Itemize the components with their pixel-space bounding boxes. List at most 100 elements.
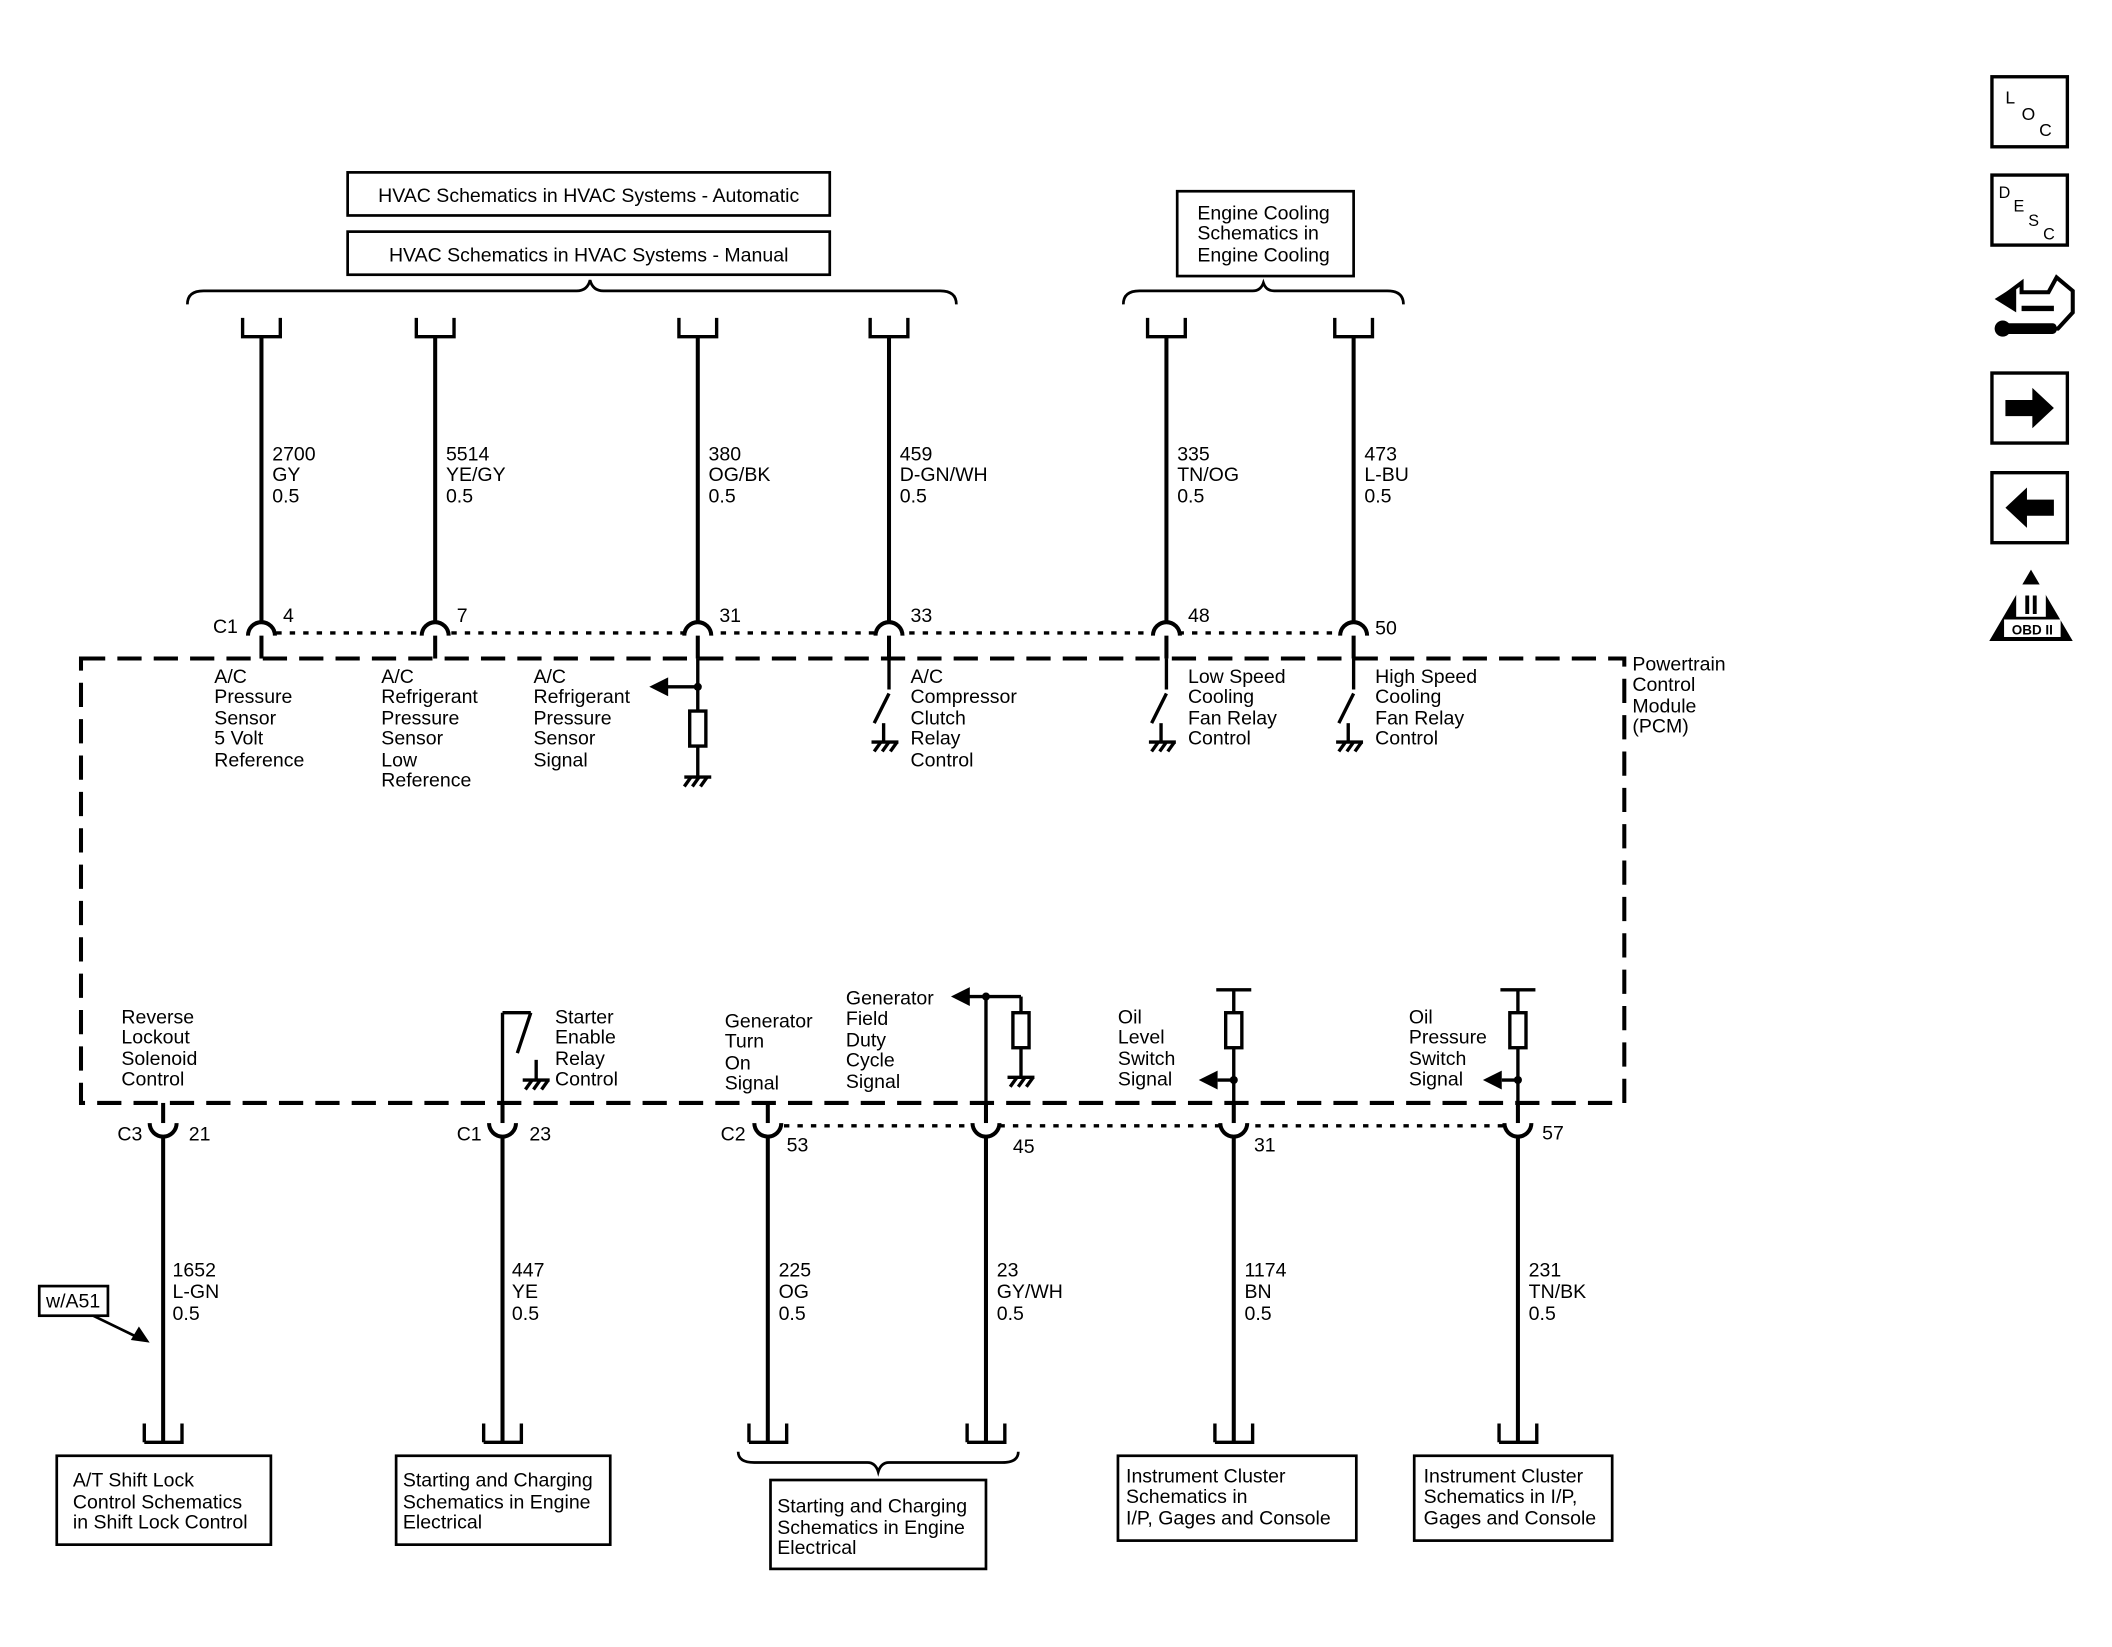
pin-number: 45 (1013, 1136, 1035, 1158)
svg-text:Schematics in I/P,: Schematics in I/P, (1424, 1486, 1578, 1508)
pin-number: 50 (1375, 617, 1397, 639)
svg-text:Instrument Cluster: Instrument Cluster (1424, 1466, 1584, 1488)
pin-cup (1338, 620, 1370, 636)
svg-text:Powertrain: Powertrain (1632, 654, 1725, 676)
svg-text:0.5: 0.5 (900, 485, 927, 507)
svg-text:Oil: Oil (1409, 1006, 1433, 1028)
high-speed-fan-switch (1336, 658, 1364, 753)
instrument-cluster-box-2[interactable]: Instrument Cluster Schematics in I/P, Ga… (1412, 1454, 1614, 1542)
svg-text:0.5: 0.5 (446, 485, 473, 507)
top-connector-bracket (677, 317, 719, 339)
pin-cup (1150, 620, 1182, 636)
svg-text:Control: Control (911, 749, 974, 771)
wire-label-459: 459 D-GN/WH 0.5 (900, 444, 988, 508)
svg-text:YE: YE (512, 1281, 538, 1303)
svg-text:TN/OG: TN/OG (1177, 464, 1239, 486)
svg-text:Duty: Duty (846, 1029, 886, 1051)
pin-cup (419, 620, 451, 636)
previous-arrow-icon[interactable] (1990, 471, 2070, 545)
svg-text:A/C: A/C (533, 666, 566, 688)
desc-generator-field: Generator Field Duty Cycle Signal (846, 988, 934, 1093)
bottom-connector-bracket (747, 1423, 789, 1444)
svg-text:Control: Control (1188, 728, 1251, 750)
pin-cup (147, 1122, 179, 1139)
svg-text:0.5: 0.5 (512, 1303, 539, 1325)
pcm-module-label: Powertrain Control Module (PCM) (1632, 654, 1725, 738)
engine-cooling-label-2: Schematics in (1197, 223, 1318, 245)
starting-charging-box-2[interactable]: Starting and Charging Schematics in Engi… (769, 1478, 988, 1571)
starting-charging-box-1[interactable]: Starting and Charging Schematics in Engi… (394, 1454, 612, 1546)
obd-ii-icon[interactable]: II OBD II (1989, 569, 2073, 642)
svg-text:Pressure: Pressure (381, 708, 459, 730)
desc-oil-pressure: Oil Pressure Switch Signal (1409, 1006, 1487, 1090)
connector-wrench-icon[interactable] (1994, 274, 2075, 337)
wire-label-2700: 2700 GY 0.5 (272, 444, 316, 508)
svg-text:Electrical: Electrical (777, 1537, 856, 1559)
wire-label-23: 23 GY/WH 0.5 (997, 1260, 1063, 1325)
location-icon[interactable]: L O C (1990, 75, 2070, 149)
svg-text:Relay: Relay (555, 1048, 605, 1070)
wire-label-380: 380 OG/BK 0.5 (709, 444, 771, 508)
svg-text:in Shift Lock Control: in Shift Lock Control (73, 1511, 248, 1533)
svg-text:Switch: Switch (1118, 1048, 1175, 1070)
bottom-connector-bracket (481, 1423, 524, 1444)
svg-text:A/C: A/C (214, 666, 247, 688)
svg-text:Gages and Console: Gages and Console (1424, 1507, 1597, 1529)
shift-lock-box[interactable]: A/T Shift Lock Control Schematics in Shi… (55, 1454, 273, 1546)
svg-text:L-GN: L-GN (173, 1281, 220, 1303)
svg-text:OG/BK: OG/BK (709, 464, 771, 486)
svg-text:Solenoid: Solenoid (121, 1048, 197, 1070)
svg-text:Schematics in Engine: Schematics in Engine (403, 1491, 591, 1513)
pin-cup (487, 1122, 518, 1139)
description-icon[interactable]: D E S C (1990, 173, 2070, 247)
wire-label-231: 231 TN/BK 0.5 (1529, 1260, 1586, 1325)
svg-text:Control: Control (1632, 674, 1695, 696)
hvac-manual-box[interactable]: HVAC Schematics in HVAC Systems - Manual (346, 230, 832, 277)
pin-cup (752, 1122, 784, 1139)
pin-number: 53 (787, 1134, 809, 1156)
svg-text:L: L (2005, 88, 2015, 108)
bottom-connector-bracket (1497, 1423, 1539, 1444)
connector-name-c3: C3 (117, 1124, 142, 1146)
engine-cooling-box[interactable]: Engine Cooling Schematics in Engine Cool… (1175, 189, 1355, 278)
svg-text:1174: 1174 (1245, 1260, 1287, 1282)
svg-text:Control: Control (121, 1068, 184, 1090)
signal-pullup-resistor (665, 658, 712, 788)
hvac-automatic-label: HVAC Schematics in HVAC Systems - Automa… (378, 185, 799, 207)
svg-text:Signal: Signal (1118, 1068, 1172, 1090)
compressor-relay-switch (871, 658, 899, 753)
pin-number: 31 (1254, 1134, 1276, 1156)
svg-text:Sensor: Sensor (381, 728, 443, 750)
svg-text:Signal: Signal (1409, 1068, 1463, 1090)
top-connector-bracket (1333, 317, 1375, 339)
desc-generator-turn-on: Generator Turn On Signal (725, 1011, 813, 1095)
svg-text:II: II (2024, 590, 2039, 620)
top-connector-bracket (1145, 317, 1187, 339)
svg-text:Cycle: Cycle (846, 1050, 895, 1072)
svg-text:Refrigerant: Refrigerant (533, 686, 630, 708)
bottom-connector-bracket (1213, 1423, 1255, 1444)
svg-text:0.5: 0.5 (272, 485, 299, 507)
svg-text:459: 459 (900, 444, 933, 466)
svg-text:Compressor: Compressor (911, 686, 1018, 708)
pin-cup (970, 1122, 1002, 1139)
next-arrow-icon[interactable] (1990, 371, 2070, 445)
instrument-cluster-box-1[interactable]: Instrument Cluster Schematics in I/P, Ga… (1116, 1454, 1358, 1542)
svg-text:D: D (1999, 184, 2011, 202)
top-connector-bracket (240, 317, 282, 339)
svg-text:Generator: Generator (725, 1011, 813, 1033)
svg-text:Fan Relay: Fan Relay (1375, 708, 1464, 730)
svg-text:D-GN/WH: D-GN/WH (900, 464, 988, 486)
connector-name-c2: C2 (721, 1124, 746, 1146)
svg-text:335: 335 (1177, 444, 1210, 466)
pin-number: 4 (283, 605, 294, 627)
svg-text:Starting and Charging: Starting and Charging (777, 1495, 967, 1517)
svg-text:Pressure: Pressure (533, 708, 611, 730)
svg-text:S: S (2028, 212, 2039, 230)
svg-text:231: 231 (1529, 1260, 1562, 1282)
engine-cooling-label-3: Engine Cooling (1197, 244, 1329, 266)
svg-text:Signal: Signal (533, 749, 587, 771)
bottom-connector-bracket (965, 1423, 1007, 1444)
hvac-automatic-box[interactable]: HVAC Schematics in HVAC Systems - Automa… (346, 171, 832, 217)
svg-text:High Speed: High Speed (1375, 666, 1477, 688)
